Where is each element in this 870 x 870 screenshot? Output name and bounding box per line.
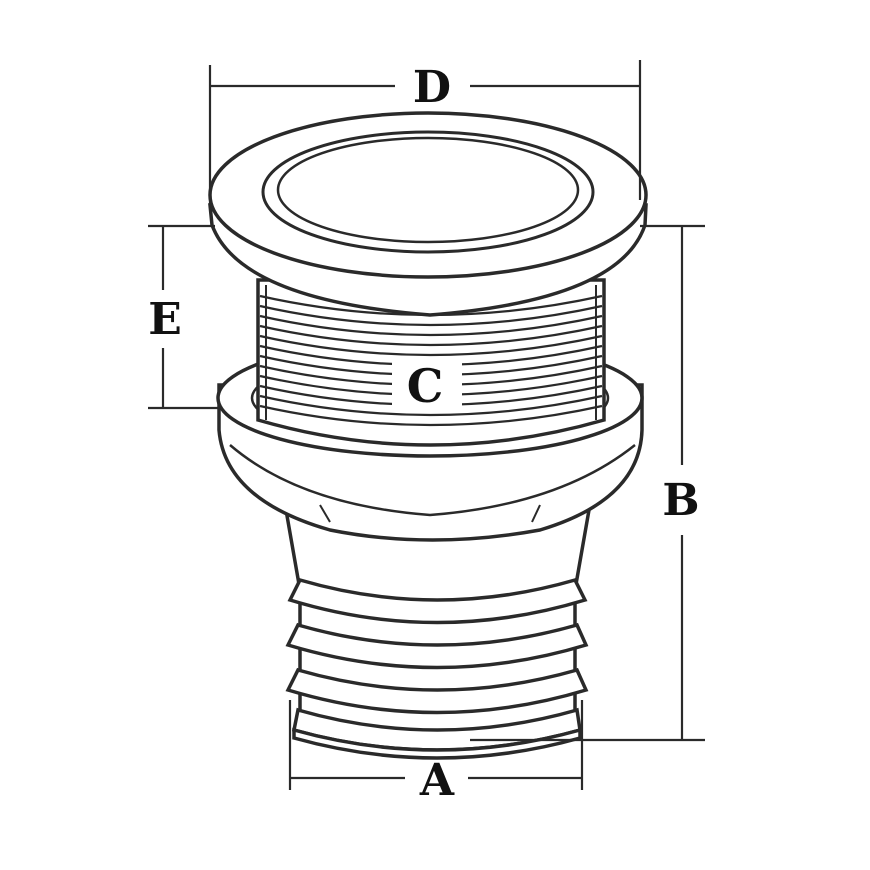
label-a: A [419, 755, 455, 806]
label-b: B [662, 475, 699, 526]
dimension-lines [148, 60, 705, 790]
barb-2 [285, 622, 589, 670]
flange-head [208, 111, 648, 317]
hose-tail [283, 508, 592, 760]
label-c: C [407, 359, 444, 413]
barb-3 [285, 667, 589, 715]
barb-1 [287, 577, 588, 625]
label-e: E [148, 294, 182, 345]
label-d: D [413, 62, 451, 113]
